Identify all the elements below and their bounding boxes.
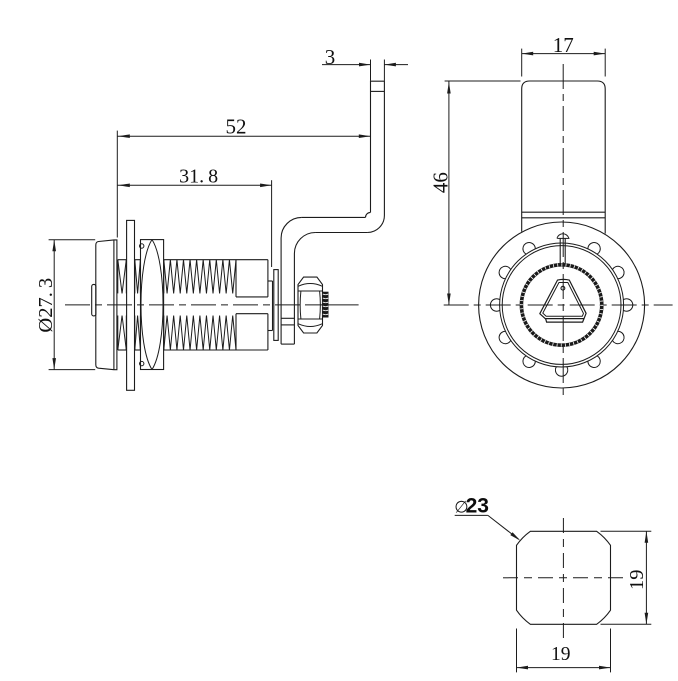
- svg-text:∅: ∅: [454, 498, 468, 516]
- svg-text:3: 3: [325, 45, 336, 69]
- svg-text:19: 19: [626, 569, 648, 590]
- svg-text:31. 8: 31. 8: [179, 166, 218, 188]
- svg-text:19: 19: [551, 644, 571, 665]
- svg-text:17: 17: [553, 33, 574, 57]
- svg-text:Ø27. 3: Ø27. 3: [35, 278, 57, 333]
- svg-text:46: 46: [429, 172, 453, 193]
- svg-text:23: 23: [466, 494, 489, 517]
- svg-text:52: 52: [226, 114, 247, 138]
